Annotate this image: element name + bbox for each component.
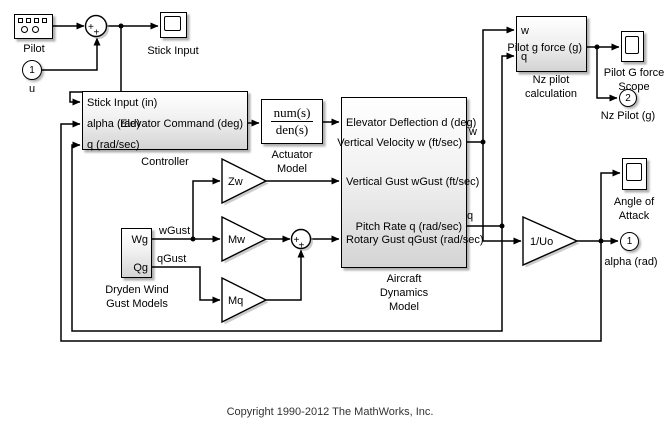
pilot-icon-square [18,18,23,23]
dryden-label-2: Gust Models [106,298,168,310]
controller-label: Controller [141,156,189,168]
gain-mw-label: Mw [228,234,245,246]
aircraft-label-2: Dynamics [379,287,429,299]
copyright-text: Copyright 1990-2012 The MathWorks, Inc. [226,406,434,418]
signal-label-q: q [467,210,474,222]
input-port-u-label: u [28,83,36,95]
sum-junction-2[interactable]: + + [290,228,314,252]
gain-mq[interactable]: Mq [221,276,269,325]
gain-uo-label: 1/Uo [530,236,553,248]
sum1-sign-bottom: + [94,28,100,39]
nz-label-2: calculation [525,88,577,100]
input-port-u-number: 1 [29,64,35,76]
controller-in-q: q (rad/sec) [87,138,140,151]
stick-input-scope-label: Stick Input [147,45,199,57]
signal-label-qgust: qGust [157,253,187,265]
pilot-block[interactable] [14,14,53,39]
aircraft-label-1: Aircraft [386,273,422,285]
pgf-scope-label-1: Pilot G force [603,67,665,79]
wire-to-aoa-scope [600,169,621,241]
pilot-gforce-scope[interactable] [621,31,644,62]
pilot-icon-circle [32,26,39,33]
nz-label-1: Nz pilot [532,74,570,86]
controller-in-stick: Stick Input (in) [87,96,158,109]
wire-alpha-feedback [60,120,602,342]
sum1-sign-left: + [88,22,94,33]
scope-screen-icon [626,163,642,181]
aircraft-dynamics-block[interactable]: Elevator Deflection d (deg) Vertical Vel… [337,97,484,268]
aoa-scope-label-2: Attack [618,210,650,222]
gain-zw-label: Zw [228,176,243,188]
aircraft-out-q: Pitch Rate q (rad/sec) [355,220,462,233]
output-port-nz-number: 2 [625,92,631,104]
fraction-line [271,121,313,122]
actuator-block[interactable]: num(s) den(s) [261,99,323,144]
output-port-alpha[interactable]: 1 [620,232,639,251]
branch-dots [118,23,604,244]
actuator-den: den(s) [275,122,309,137]
nz-in-q: q [521,50,528,63]
pilot-icon-square [42,18,47,23]
aircraft-in-qgust: Rotary Gust qGust (rad/sec) [346,233,484,246]
nz-in-w: w [521,24,529,37]
nz-pilot-block[interactable]: w Pilot g force (g) q [507,16,587,72]
controller-block[interactable]: Stick Input (in) alpha (rad) q (rad/sec)… [82,91,248,150]
scope-screen-icon [164,16,181,31]
gain-zw[interactable]: Zw [221,157,269,206]
wire-qgust-to-mq [152,266,221,304]
aircraft-in-elevator: Elevator Deflection d (deg) [346,116,477,129]
signal-label-w: w [469,126,477,138]
dryden-label-1: Dryden Wind [105,284,169,296]
actuator-num: num(s) [273,105,311,120]
actuator-label-2: Model [277,163,307,175]
stick-input-scope[interactable] [160,12,187,38]
aircraft-in-wgust: Vertical Gust wGust (ft/sec) [346,175,480,188]
dryden-out-wg: Wg [131,233,149,246]
pilot-icon-square [34,18,39,23]
gain-mq-label: Mq [228,295,243,307]
aircraft-out-w: Vertical Velocity w (ft/sec) [337,136,462,149]
wire-wgust-to-zw [192,177,221,239]
actuator-label-1: Actuator [271,149,313,161]
wire-nz-to-port2 [596,47,618,102]
wire-w-to-nz [482,26,515,142]
wire-q-to-nz [501,52,515,226]
controller-out-elevator: Elevator Command (deg) [120,117,243,130]
dryden-out-qg: Qg [133,261,148,274]
wire-u-to-sum [42,37,101,71]
input-port-u[interactable]: 1 [22,60,42,80]
scope-screen-icon [625,36,639,54]
wire-w-to-uo [482,142,522,245]
transfer-function-icon: num(s) den(s) [262,100,322,143]
signal-label-wgust: wGust [159,225,191,237]
pilot-label: Pilot [23,43,45,55]
wire-q-feedback [71,141,503,332]
pilot-icon-square [26,18,31,23]
output-port-nz[interactable]: 2 [619,89,637,107]
wire-mq-to-sum2 [266,249,305,301]
pilot-icon-circle [21,26,28,33]
output-port-alpha-label: alpha (rad) [604,256,658,268]
output-port-alpha-number: 1 [626,236,633,247]
wire-branch-to-controller-stick [69,26,122,106]
gain-mw[interactable]: Mw [221,215,269,264]
output-port-nz-label: Nz Pilot (g) [600,110,656,122]
dryden-gust-block[interactable]: Wg Qg [121,228,152,278]
gain-uo[interactable]: 1/Uo [522,215,580,268]
angle-of-attack-scope[interactable] [622,158,647,190]
aoa-scope-label-1: Angle of [613,196,655,208]
nz-out-gforce: Pilot g force (g) [507,41,582,54]
sum-junction-1[interactable]: + + [84,14,110,40]
aircraft-label-3: Model [389,301,419,313]
sum2-sign-bottom: + [299,241,305,252]
sum2-sign-left: + [294,235,300,246]
controller-in-alpha: alpha (rad) [87,117,141,130]
